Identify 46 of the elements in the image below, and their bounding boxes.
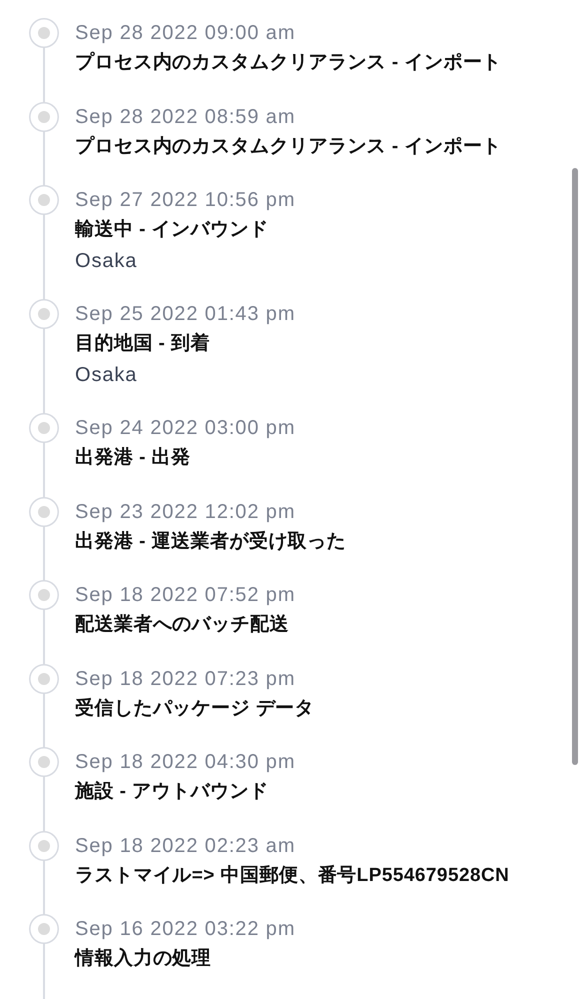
timeline-dot bbox=[29, 914, 59, 944]
event-date: Sep 24 2022 03:00 pm bbox=[75, 416, 296, 440]
timeline-dot bbox=[29, 102, 59, 132]
event-date: Sep 18 2022 04:30 pm bbox=[75, 750, 296, 774]
timeline-line bbox=[43, 214, 45, 300]
event-status: 目的地国 - 到着 bbox=[75, 332, 210, 356]
timeline-dot bbox=[29, 580, 59, 610]
event-date: Sep 23 2022 12:02 pm bbox=[75, 500, 296, 524]
timeline-dot bbox=[29, 299, 59, 329]
timeline-line bbox=[43, 776, 45, 831]
timeline-dot bbox=[29, 185, 59, 215]
event-status: 施設 - アウトバウンド bbox=[75, 780, 268, 804]
timeline-dot bbox=[29, 664, 59, 694]
event-status: プロセス内のカスタムクリアランス - インポート bbox=[75, 51, 502, 75]
timeline-dot bbox=[29, 413, 59, 443]
event-status: 出発港 - 運送業者が受け取った bbox=[75, 530, 346, 554]
timeline-line bbox=[43, 526, 45, 580]
timeline-line bbox=[43, 48, 45, 102]
event-status: 出発港 - 出発 bbox=[75, 446, 190, 470]
timeline-line bbox=[43, 328, 45, 414]
event-status: 配送業者へのバッチ配送 bbox=[75, 613, 289, 637]
event-status: 情報入力の処理 bbox=[75, 947, 212, 971]
event-date: Sep 25 2022 01:43 pm bbox=[75, 302, 296, 326]
timeline-dot bbox=[29, 747, 59, 777]
timeline-line bbox=[43, 131, 45, 186]
event-status: プロセス内のカスタムクリアランス - インポート bbox=[75, 134, 502, 158]
timeline-line bbox=[43, 944, 45, 999]
event-date: Sep 28 2022 09:00 am bbox=[75, 21, 296, 45]
timeline-line bbox=[43, 693, 45, 748]
timeline-line bbox=[43, 442, 45, 497]
timeline-dot bbox=[29, 18, 59, 48]
event-date: Sep 27 2022 10:56 pm bbox=[75, 188, 296, 212]
event-status: 受信したパッケージ データ bbox=[75, 696, 314, 720]
event-date: Sep 18 2022 07:23 pm bbox=[75, 666, 296, 690]
event-date: Sep 18 2022 07:52 pm bbox=[75, 583, 296, 607]
event-status: ラストマイル=> 中国郵便、番号LP554679528CN bbox=[75, 864, 510, 888]
event-date: Sep 18 2022 02:23 am bbox=[75, 834, 296, 858]
event-location: Osaka bbox=[75, 363, 138, 387]
event-date: Sep 28 2022 08:59 am bbox=[75, 104, 296, 128]
event-location: Osaka bbox=[75, 249, 138, 273]
timeline-dot bbox=[29, 830, 59, 860]
timeline-line bbox=[43, 860, 45, 914]
event-date: Sep 16 2022 03:22 pm bbox=[75, 917, 296, 941]
timeline-line bbox=[43, 610, 45, 664]
timeline-dot bbox=[29, 496, 59, 526]
event-status: 輸送中 - インバウンド bbox=[75, 218, 268, 242]
